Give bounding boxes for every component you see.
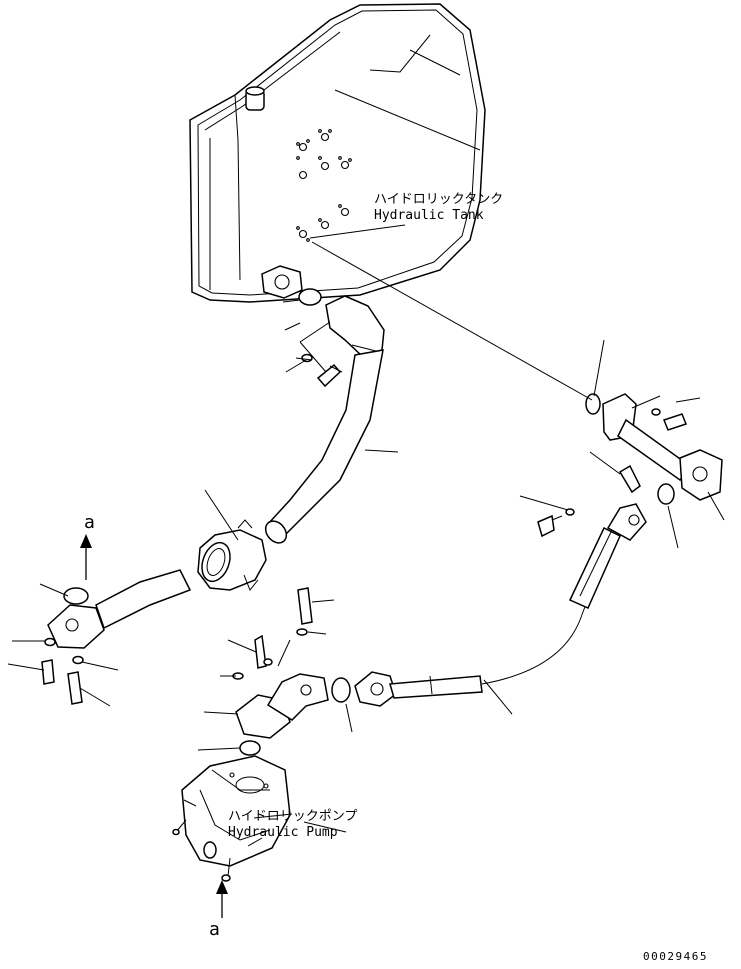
pump-label-english: Hydraulic Pump: [228, 825, 338, 840]
return-flange: [537, 464, 641, 538]
hydraulic-tank: [189, 3, 486, 303]
pump-elbow: [232, 587, 329, 756]
tank-bolt-holes: [296, 129, 352, 242]
leader-lines: [7, 224, 725, 847]
o-ring-pump: [239, 740, 261, 756]
ref-a-bottom-label: a: [209, 919, 220, 940]
o-ring-tank-return: [585, 393, 601, 415]
pump-suction-hose: [41, 569, 192, 705]
o-ring-left: [63, 587, 89, 605]
hydraulic-pump: [172, 755, 291, 882]
o-ring-return: [331, 677, 351, 703]
pump-label-japanese: ハイドロリックポンプ: [228, 809, 357, 824]
hose-clamp: [197, 519, 267, 591]
tank-label: ハイドロリックタンク Hydraulic Tank: [374, 192, 503, 223]
reference-a-top: a: [80, 512, 95, 580]
reference-a-bottom: a: [209, 880, 228, 940]
pump-label: ハイドロリックポンプ Hydraulic Pump: [228, 809, 357, 840]
tank-outlet-bolt: [301, 353, 343, 388]
tank-label-english: Hydraulic Tank: [374, 208, 484, 223]
return-hose: [331, 503, 647, 707]
suction-hose: [264, 288, 385, 544]
ref-a-top-label: a: [84, 512, 95, 533]
tank-label-japanese: ハイドロリックタンク: [374, 192, 503, 207]
drawing-number: 00029465: [643, 950, 708, 963]
tank-return-pipe: [585, 393, 723, 505]
o-ring-right: [657, 483, 675, 505]
o-ring-tank-outlet: [298, 288, 322, 306]
